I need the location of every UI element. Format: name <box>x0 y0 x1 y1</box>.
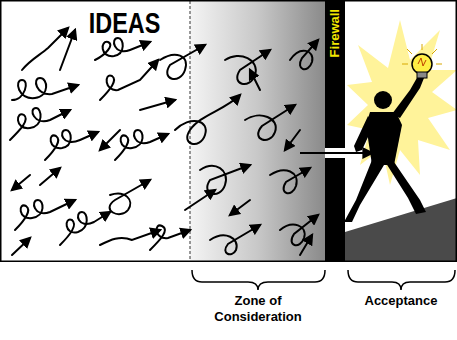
bracket <box>192 270 455 290</box>
lightbulb <box>402 44 442 78</box>
art-part <box>285 130 300 150</box>
art-part <box>12 175 30 190</box>
art-part <box>436 64 442 65</box>
art-part <box>270 168 310 193</box>
idea-burst <box>347 20 457 185</box>
art-part <box>60 30 75 70</box>
art-part <box>432 49 437 54</box>
art-part <box>300 235 312 255</box>
art-part <box>40 168 60 185</box>
art-part <box>45 130 98 160</box>
bracket-label: Acceptance <box>350 293 452 309</box>
art-part <box>384 160 426 214</box>
art-part <box>407 49 412 54</box>
art-part <box>192 270 325 290</box>
art-part <box>12 78 78 100</box>
art-part <box>418 58 426 66</box>
art-part <box>392 76 424 118</box>
art-part <box>374 91 392 109</box>
man-silhouette <box>344 76 426 222</box>
art-part <box>12 238 30 255</box>
art-part <box>412 54 432 74</box>
art-part <box>200 165 250 194</box>
art-part <box>250 70 260 90</box>
art-part <box>230 200 250 215</box>
region-heading: IDEAS <box>89 6 151 40</box>
art-part <box>290 40 318 69</box>
frame-border <box>1 1 457 262</box>
art-part <box>402 64 408 65</box>
art-part <box>417 72 427 78</box>
art-part <box>115 130 168 160</box>
firewall-band: Firewall <box>325 1 345 261</box>
art-part <box>10 108 70 140</box>
art-part <box>160 45 205 79</box>
art-part <box>422 44 423 50</box>
art-part <box>185 190 215 210</box>
art-part <box>150 225 190 250</box>
art-part <box>140 100 175 110</box>
band-label: Firewall <box>325 9 345 57</box>
art-part <box>245 105 295 140</box>
art-part <box>280 215 318 245</box>
frame-bg <box>0 0 457 262</box>
art-part <box>402 44 442 64</box>
art-part <box>95 38 150 60</box>
art-part <box>344 160 384 222</box>
bracket-label: Zone of Consideration <box>203 293 313 325</box>
zone-gradient <box>190 1 325 261</box>
art-part <box>22 28 68 70</box>
art-part <box>354 116 374 152</box>
art-part <box>210 225 260 254</box>
ledge <box>345 198 457 262</box>
idea-squiggles <box>10 28 318 255</box>
art-part <box>225 50 270 84</box>
art-part <box>100 230 160 245</box>
art-part <box>60 212 110 245</box>
art-part <box>348 270 455 290</box>
art-part <box>175 95 240 144</box>
art-part <box>110 180 150 214</box>
art-part <box>100 130 120 150</box>
art-part <box>366 112 402 165</box>
art-part <box>100 60 158 100</box>
